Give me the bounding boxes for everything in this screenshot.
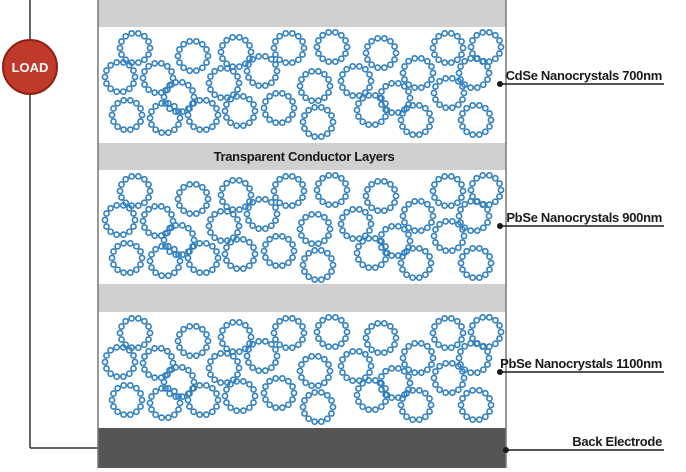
nanocrystal-ring: [221, 377, 259, 415]
nanocrystal-ring: [184, 96, 222, 134]
nanocrystal-ring: [457, 386, 495, 424]
nanocrystal-ring: [174, 322, 212, 360]
callout-pbse1100: PbSe Nanocrystals 1100nm: [497, 356, 664, 375]
conductor-label: Transparent Conductor Layers: [214, 149, 395, 164]
nanocrystal-ring: [260, 89, 298, 127]
nanocrystal-ring: [260, 232, 298, 270]
nanocrystal-ring: [299, 246, 337, 284]
load-resistor: LOAD: [2, 39, 58, 95]
nanocrystal-ring: [353, 376, 391, 414]
nanocrystal-ring: [260, 374, 298, 412]
nanocrystal-ring: [362, 319, 400, 357]
nanocrystal-ring: [455, 197, 493, 235]
callout-label-back-electrode: Back Electrode: [572, 434, 662, 449]
conductor-layer-top: [98, 0, 506, 27]
nanocrystal-ring: [353, 234, 391, 272]
nanocrystal-ring: [457, 101, 495, 139]
nanocrystal-ring: [160, 221, 198, 259]
callout-back-electrode: Back Electrode: [503, 434, 664, 453]
nanocrystal-ring: [397, 386, 435, 424]
callout-label-pbse900: PbSe Nanocrystals 900nm: [506, 210, 662, 225]
nanocrystal-ring: [296, 67, 334, 105]
callout-pbse900: PbSe Nanocrystals 900nm: [497, 210, 664, 229]
nanocrystal-ring: [108, 381, 146, 419]
conductor-layer-middle: [98, 143, 506, 170]
nanocrystal-ring: [430, 217, 468, 255]
load-label: LOAD: [12, 60, 49, 75]
nanocrystal-ring: [205, 349, 243, 387]
nanocrystal-ring: [296, 210, 334, 248]
nanocrystal-ring: [337, 62, 375, 100]
nanocrystal-ring: [221, 92, 259, 130]
nanocrystal-ring: [270, 172, 308, 210]
nanocrystal-ring: [101, 58, 139, 96]
nanocrystal-ring: [160, 78, 198, 116]
nanocrystal-ring: [160, 363, 198, 401]
nanocrystal-ring: [397, 101, 435, 139]
nanocrystal-ring: [270, 29, 308, 67]
nanocrystal-ring: [399, 197, 437, 235]
callout-label-pbse1100: PbSe Nanocrystals 1100nm: [500, 356, 662, 371]
nanocrystal-ring: [270, 314, 308, 352]
nanocrystal-ring: [101, 201, 139, 239]
nanocrystal-ring: [184, 239, 222, 277]
nanocrystal-ring: [139, 59, 177, 97]
nanocrystal-ring: [362, 177, 400, 215]
nanocrystal-ring: [205, 207, 243, 245]
nanocrystal-ring: [376, 222, 414, 260]
nanocrystal-ring: [221, 235, 259, 273]
load-circle: [2, 39, 58, 95]
nanocrystal-ring: [108, 239, 146, 277]
nanocrystals: [101, 28, 505, 426]
nanocrystal-ring: [108, 96, 146, 134]
nanocrystal-ring: [243, 195, 281, 233]
nanocrystal-ring: [299, 388, 337, 426]
nanocrystal-ring: [101, 343, 139, 381]
callout-label-cdse: CdSe Nanocrystals 700nm: [506, 68, 662, 83]
nanocrystal-ring: [430, 74, 468, 112]
callout-cdse: CdSe Nanocrystals 700nm: [497, 68, 664, 87]
nanocrystal-ring: [376, 364, 414, 402]
nanocrystal-ring: [313, 171, 351, 209]
nanocrystal-ring: [217, 318, 255, 356]
nanocrystal-ring: [430, 359, 468, 397]
nanocrystal-ring: [116, 172, 154, 210]
nanocrystal-ring: [243, 337, 281, 375]
device-stack: Transparent Conductor Layers: [97, 0, 507, 468]
nanocrystal-ring: [174, 37, 212, 75]
conductor-layer-lower: [98, 284, 506, 312]
back-electrode: [98, 428, 506, 468]
nanocrystal-ring: [362, 34, 400, 72]
nanocrystal-ring: [429, 29, 467, 67]
circuit-wire: [29, 0, 98, 449]
nanocrystal-ring: [429, 172, 467, 210]
nanocrystal-ring: [299, 103, 337, 141]
nanocrystal-ring: [313, 313, 351, 351]
nanocrystal-ring: [116, 29, 154, 67]
nanocrystal-ring: [174, 180, 212, 218]
nanocrystal-ring: [376, 79, 414, 117]
nanocrystal-ring: [429, 314, 467, 352]
nanocrystal-ring: [313, 28, 351, 66]
nanocrystal-ring: [243, 52, 281, 90]
nanocrystal-ring: [296, 352, 334, 390]
nanocrystal-ring: [457, 244, 495, 282]
nanocrystal-ring: [399, 339, 437, 377]
nanocrystal-ring: [397, 244, 435, 282]
